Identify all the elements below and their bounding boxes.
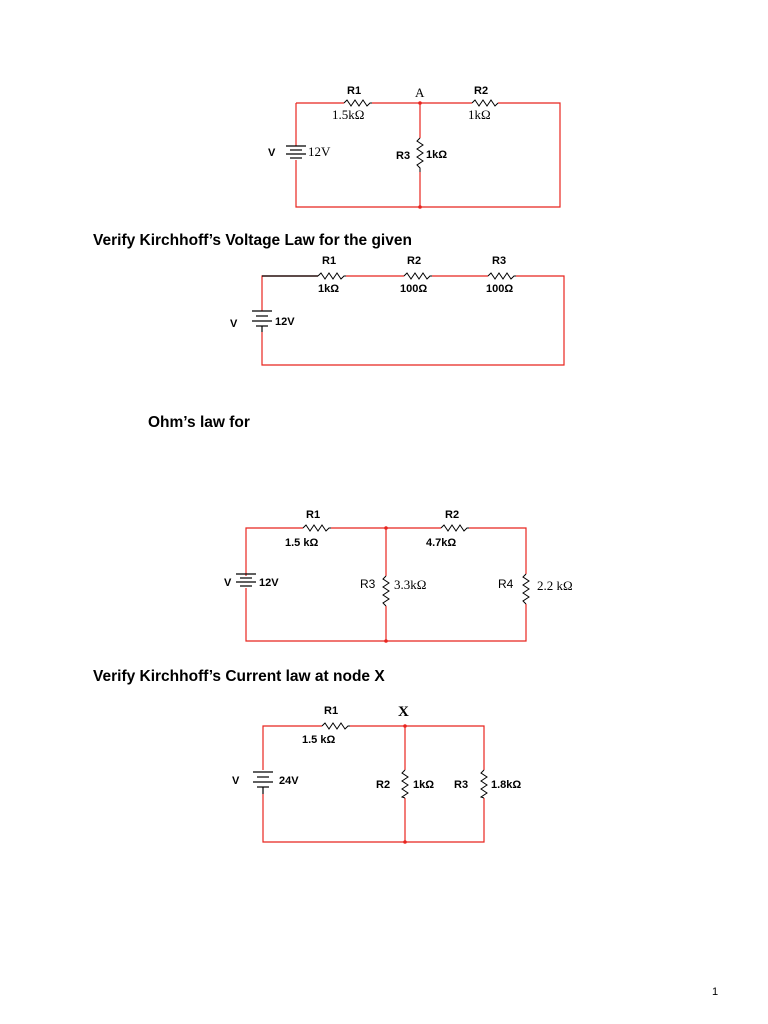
circuit-4-r1-resistor [321,722,350,730]
circuit-3-r4-label: R4 [498,577,514,591]
circuit-2-r3-resistor [487,272,516,280]
circuit-4-r2-resistor [400,769,409,799]
circuit-4-node-x-label: X [398,704,409,720]
circuit-2-v-label: V [230,318,238,330]
circuit-4-v-value: 24V [279,775,299,787]
circuit-3-r3-label: R3 [360,577,376,591]
circuit-1-r2-label: R2 [474,85,488,97]
circuit-1-node-bottom [418,205,422,209]
circuit-4-v-label: V [232,775,240,787]
circuit-4-battery [253,771,273,794]
circuit-2-v-value: 12V [275,316,295,328]
kvl-heading: Verify Kirchhoff’s Voltage Law for the g… [93,232,412,249]
circuit-3-r2-resistor [440,524,469,532]
circuit-4-r3-label: R3 [454,779,468,791]
circuit-3-r2-label: R2 [445,509,459,521]
circuit-4-r2-value: 1kΩ [413,779,434,791]
circuit-2-r3-label: R3 [492,255,506,267]
circuit-3-r4-resistor [522,573,530,605]
circuit-1-r1-label: R1 [347,85,361,97]
circuit-2-r2-label: R2 [407,255,421,267]
circuit-3-v-value: 12V [259,577,279,589]
circuit-4-r3-value: 1.8kΩ [491,779,521,791]
circuit-1-v-label: V [268,147,276,159]
circuit-1-v-value: 12V [308,144,331,159]
circuit-4-r1-value: 1.5 kΩ [302,734,335,746]
circuit-4-r2-label: R2 [376,779,390,791]
circuit-2-r1-value: 1kΩ [318,283,339,295]
page-number: 1 [712,986,719,998]
circuit-1-r2-resistor [471,99,499,107]
circuit-3-battery [236,573,256,587]
circuit-3-r1-label: R1 [306,509,320,521]
circuit-4-node-bottom [403,840,407,844]
circuit-1-node-a [418,101,422,105]
kcl-heading: Verify Kirchhoff’s Current law at node X [93,668,385,685]
circuit-2-battery [252,310,272,332]
circuit-1-node-a-label: A [415,85,425,100]
circuit-4-node-x [403,724,407,728]
ohm-heading: Ohm’s law for [148,414,250,431]
circuit-2-r1-label: R1 [322,255,336,267]
circuit-1-r3-value: 1kΩ [426,149,447,161]
circuit-3-r1-resistor [302,524,331,532]
circuit-1-r2-value: 1kΩ [468,107,491,122]
circuit-1-r1-resistor [343,99,372,107]
circuit-1-wires [295,102,561,208]
circuit-3-v-label: V [224,577,232,589]
circuit-2-wires [261,275,565,366]
circuit-4-wires [262,725,485,843]
circuit-1-r3-label: R3 [396,150,410,162]
circuit-4-r3-resistor [479,769,488,799]
circuit-3-r3-value: 3.3kΩ [394,577,426,592]
circuit-1-r1-value: 1.5kΩ [332,107,364,122]
circuit-2-r2-resistor [403,272,432,280]
circuit-1-r3-resistor [416,137,424,172]
circuit-3-node-bottom [384,639,388,643]
circuit-3-r2-value: 4.7kΩ [426,537,456,549]
circuit-3-node-top [384,526,388,530]
circuit-3-r3-resistor [382,575,390,607]
circuit-2-r2-value: 100Ω [400,283,427,295]
circuit-3-r4-value: 2.2 kΩ [537,578,573,593]
circuit-1-battery [286,145,306,159]
circuit-4-r1-label: R1 [324,705,338,717]
circuit-2-r3-value: 100Ω [486,283,513,295]
circuit-2-r1-resistor [317,272,346,280]
circuit-3-r1-value: 1.5 kΩ [285,537,318,549]
